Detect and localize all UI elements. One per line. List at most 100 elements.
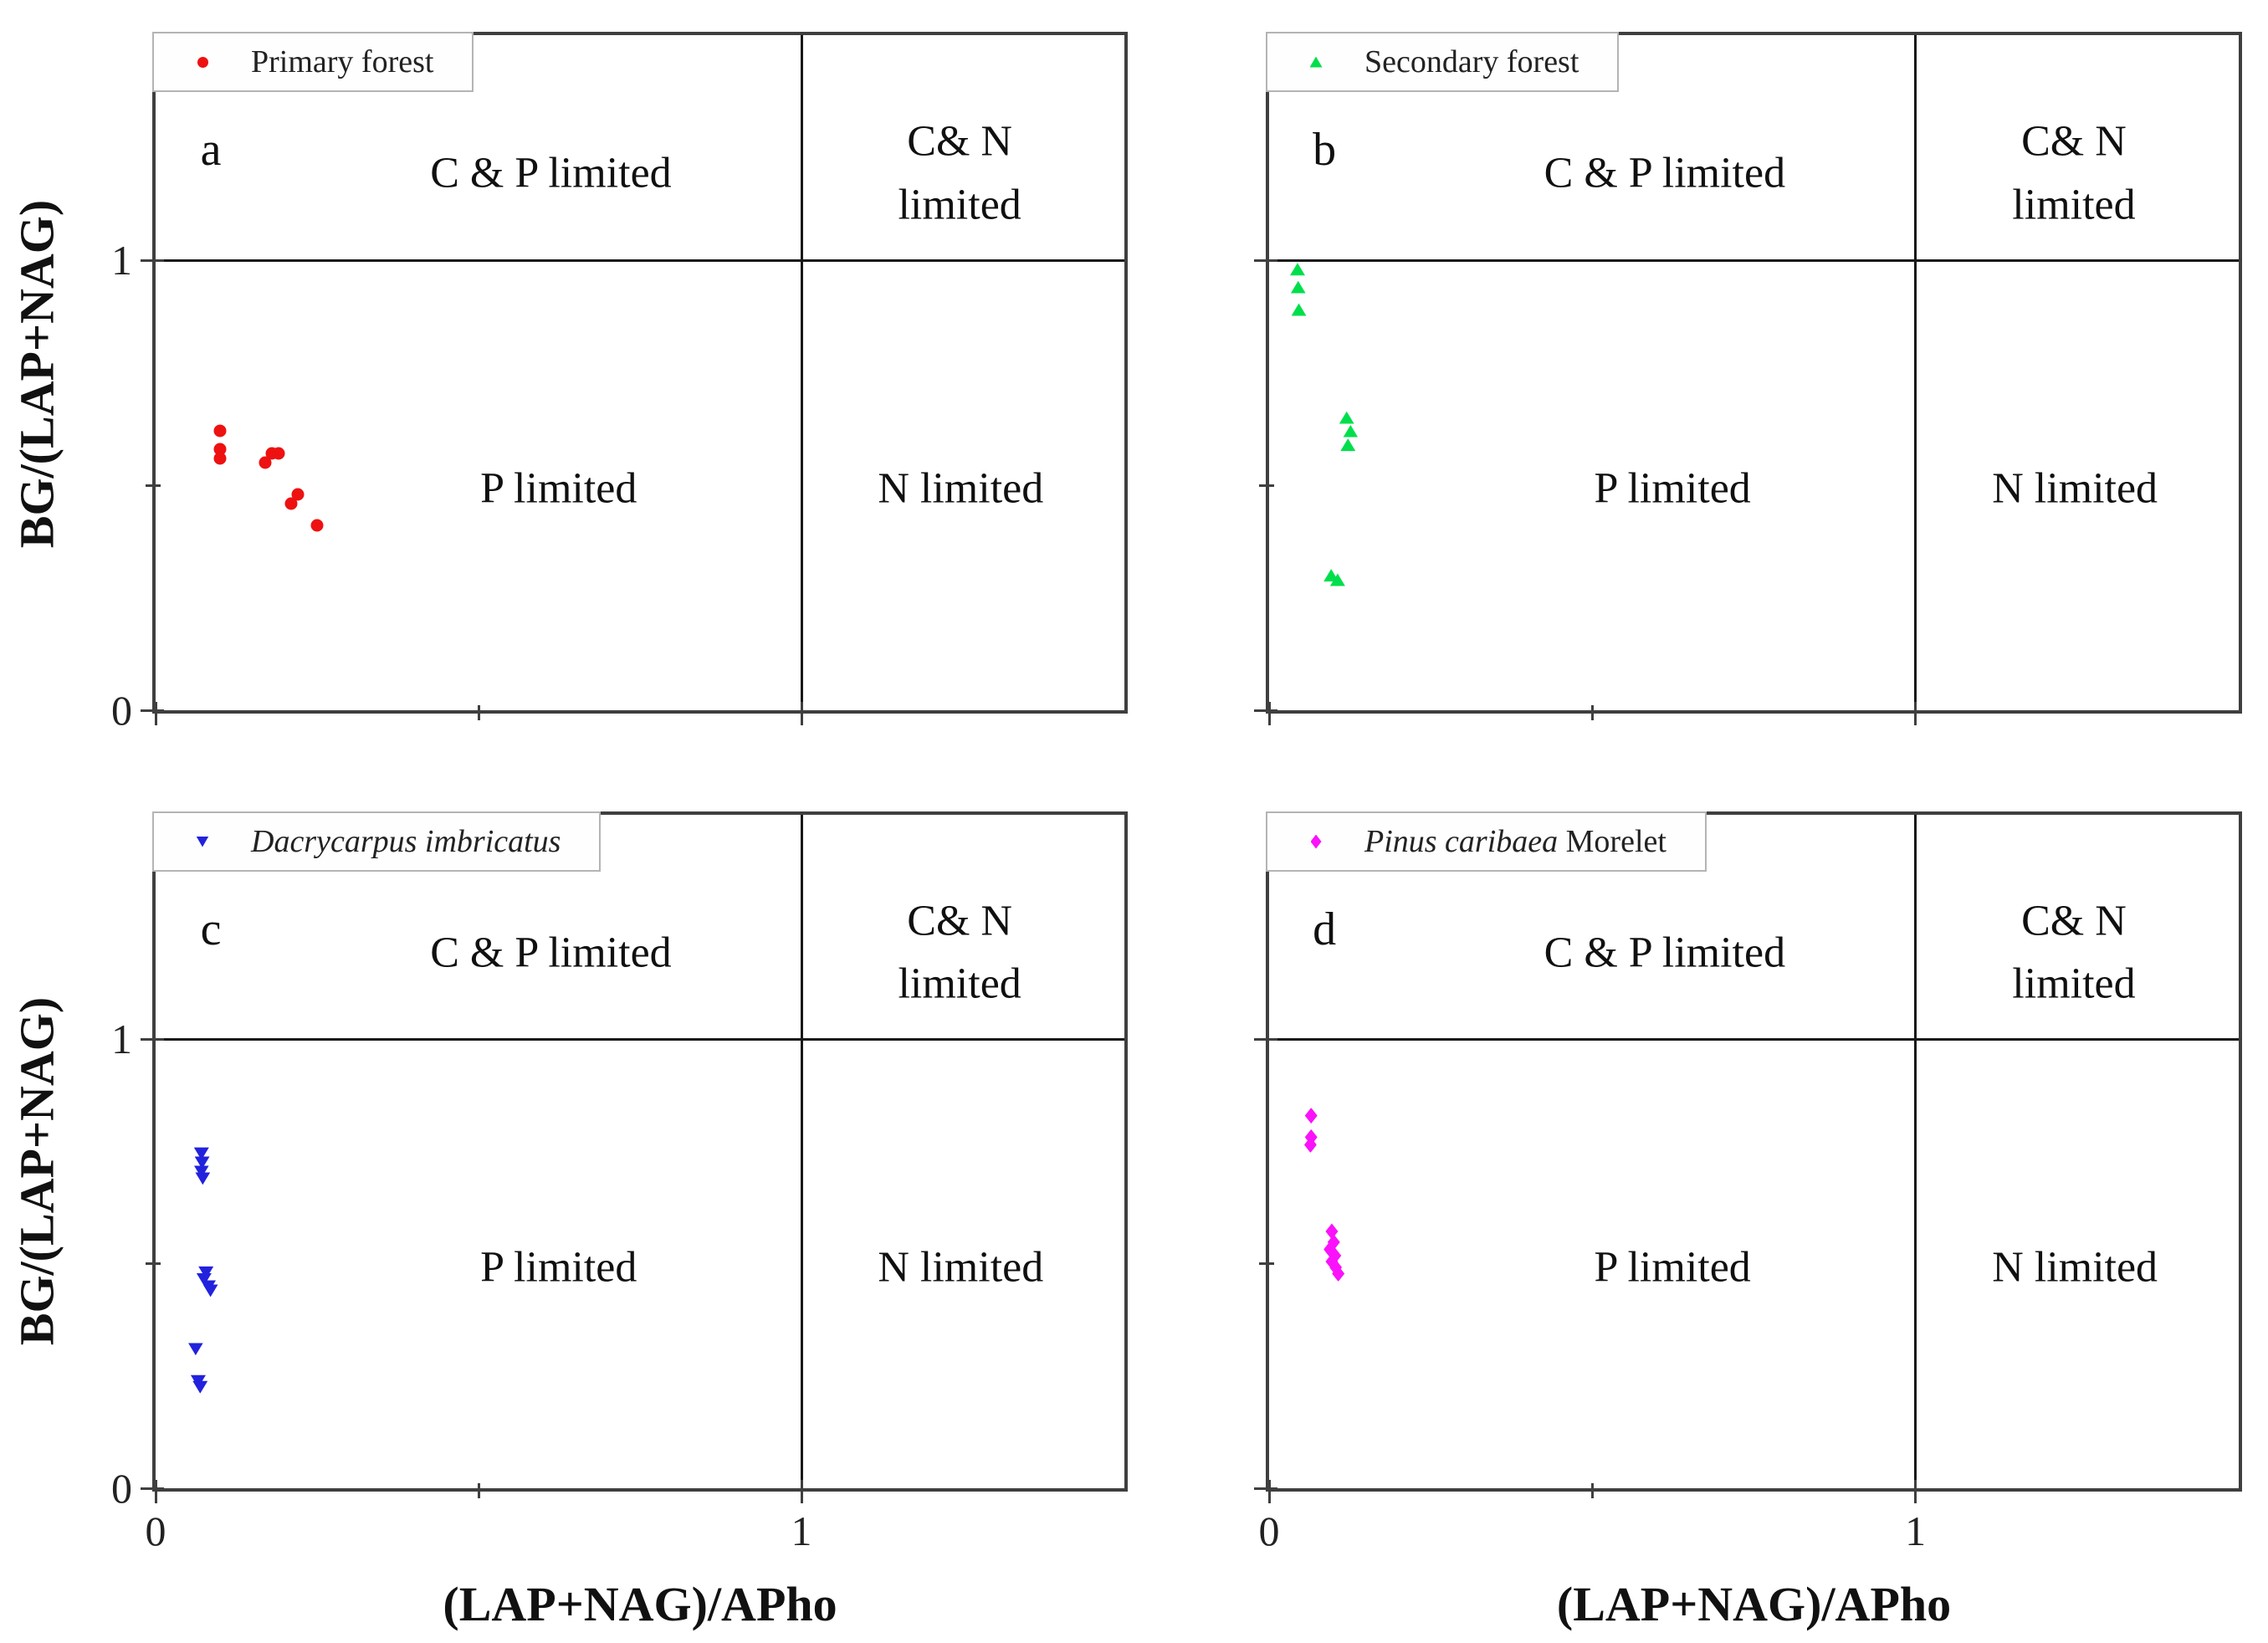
x-tick-label: 0 — [145, 1507, 166, 1554]
x-axis-tick — [800, 1480, 803, 1503]
x-axis-tick — [154, 702, 157, 725]
y-axis-tick — [1259, 484, 1274, 487]
data-point — [291, 488, 305, 501]
legend-label: Primary forest — [251, 44, 433, 80]
legend-label: Secondary forest — [1364, 44, 1579, 80]
x-axis-tick — [1267, 1480, 1271, 1503]
data-point — [1332, 1265, 1345, 1282]
triangle-up-icon — [1309, 56, 1323, 68]
x-axis-tick — [1590, 1483, 1594, 1498]
region-label-p-limited: P limited — [480, 464, 637, 513]
x-tick-label: 1 — [1905, 1507, 1927, 1554]
x-axis-tick — [477, 1483, 480, 1498]
y-tick-label: 1 — [111, 237, 132, 284]
y-tick-label: 1 — [111, 1016, 132, 1063]
x-tick-label: 0 — [1258, 1507, 1280, 1554]
region-label-c-p-limited: C & P limited — [1544, 149, 1786, 197]
quadrant-line-vertical — [1914, 815, 1917, 1488]
quadrant-line-vertical — [800, 35, 803, 710]
region-label-c-p-limited: C & P limited — [430, 149, 672, 197]
y-axis-tick — [1254, 258, 1277, 262]
region-label-p-limited: P limited — [480, 1243, 637, 1292]
data-point — [213, 424, 227, 438]
quadrant-line-horizontal — [1269, 258, 2239, 262]
triangle-down-icon — [196, 836, 209, 847]
x-axis-title-right: (LAP+NAG)/APho — [1556, 1577, 1952, 1631]
data-point — [1325, 1223, 1339, 1240]
region-label-c-p-limited: C & P limited — [1544, 929, 1786, 977]
legend: Primary forest — [152, 32, 474, 92]
legend-label-part: Dacrycarpus imbricatus — [251, 824, 561, 859]
legend-marker-wrap — [154, 836, 251, 847]
data-point — [284, 497, 298, 510]
y-axis-title-text: BG/(LAP+NAG) — [9, 996, 64, 1346]
region-label-p-limited: P limited — [1594, 464, 1751, 513]
legend-label-part: Secondary forest — [1364, 44, 1579, 79]
legend: Dacrycarpus imbricatus — [152, 811, 602, 872]
region-label-p-limited: P limited — [1594, 1243, 1751, 1292]
legend-marker-wrap — [1267, 56, 1364, 68]
y-axis-tick — [141, 709, 164, 712]
data-point — [1289, 263, 1305, 276]
data-point — [272, 447, 285, 460]
y-axis-tick — [141, 1037, 164, 1041]
x-axis-tick — [477, 705, 480, 720]
y-axis-tick — [141, 1487, 164, 1490]
legend: Secondary forest — [1266, 32, 1620, 92]
data-point — [1339, 411, 1354, 424]
region-label-n-limited: N limited — [1992, 464, 2158, 513]
data-point — [1340, 438, 1356, 452]
legend-marker-wrap — [1267, 834, 1364, 849]
region-label-n-limited: N limited — [878, 464, 1044, 513]
panel-letter-a: a — [200, 124, 222, 177]
y-tick-label: 0 — [111, 1465, 132, 1512]
quadrant-line-horizontal — [1269, 1037, 2239, 1041]
x-axis-tick — [1267, 702, 1271, 725]
data-point — [187, 1343, 203, 1356]
y-axis-tick — [1259, 1262, 1274, 1266]
legend-label-part: Pinus caribaea — [1364, 824, 1559, 859]
data-point — [192, 1380, 208, 1394]
y-axis-title-text: BG/(LAP+NAG) — [9, 199, 64, 549]
quadrant-line-horizontal — [156, 258, 1124, 262]
x-axis-title-left: (LAP+NAG)/APho — [443, 1577, 837, 1631]
data-point — [213, 452, 227, 465]
x-axis-tick — [800, 702, 803, 725]
y-axis-tick — [1254, 709, 1277, 712]
y-axis-tick — [146, 1262, 161, 1266]
data-point — [202, 1284, 218, 1298]
y-axis-tick — [1254, 1487, 1277, 1490]
data-point — [1290, 280, 1306, 294]
x-axis-tick — [1914, 702, 1917, 725]
region-label-n-limited: N limited — [1992, 1243, 2158, 1292]
circle-icon — [197, 56, 208, 68]
x-tick-label: 1 — [791, 1507, 812, 1554]
legend-label-part: Primary forest — [251, 44, 434, 79]
data-point — [310, 519, 324, 532]
data-point — [1303, 1136, 1317, 1153]
legend-label-part: Morelet — [1558, 824, 1666, 859]
data-point — [1291, 303, 1307, 316]
region-label-n-limited: N limited — [878, 1243, 1044, 1292]
legend-marker-wrap — [154, 56, 251, 68]
x-axis-tick — [154, 1480, 157, 1503]
y-axis-tick — [146, 484, 161, 487]
panel-letter-b: b — [1313, 124, 1337, 177]
x-axis-tick — [1590, 705, 1594, 720]
y-tick-label: 0 — [111, 687, 132, 734]
data-point — [1304, 1108, 1318, 1124]
diamond-icon — [1310, 834, 1322, 849]
data-point — [259, 456, 272, 469]
